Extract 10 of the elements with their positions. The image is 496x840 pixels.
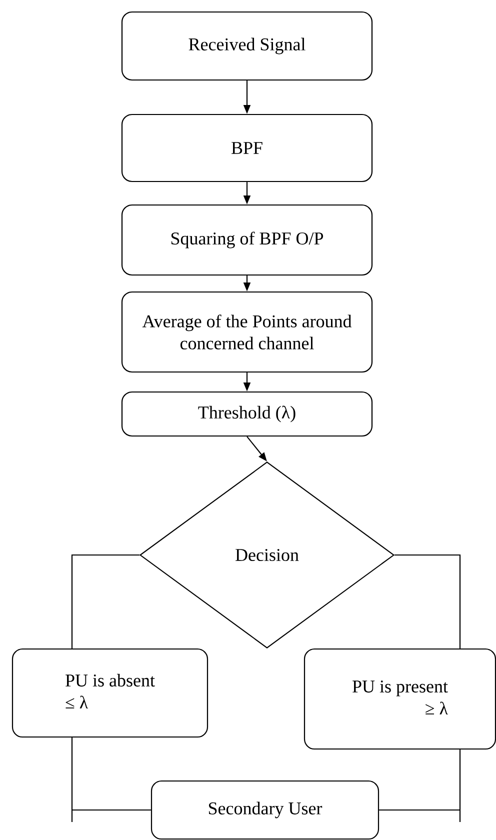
process-box: Average of the Points around concerned channel xyxy=(121,291,373,373)
arrow xyxy=(71,737,152,823)
arrow xyxy=(378,749,461,823)
process-box: Secondary User xyxy=(150,780,380,840)
process-box: Received Signal xyxy=(121,11,373,81)
process-box: Squaring of BPF O/P xyxy=(121,204,373,276)
process-box: Threshold (λ) xyxy=(121,391,373,437)
result-box: PU is absent ≤ λ xyxy=(12,648,208,738)
process-box: BPF xyxy=(121,114,373,182)
result-box: PU is present ≥ λ xyxy=(304,648,496,750)
